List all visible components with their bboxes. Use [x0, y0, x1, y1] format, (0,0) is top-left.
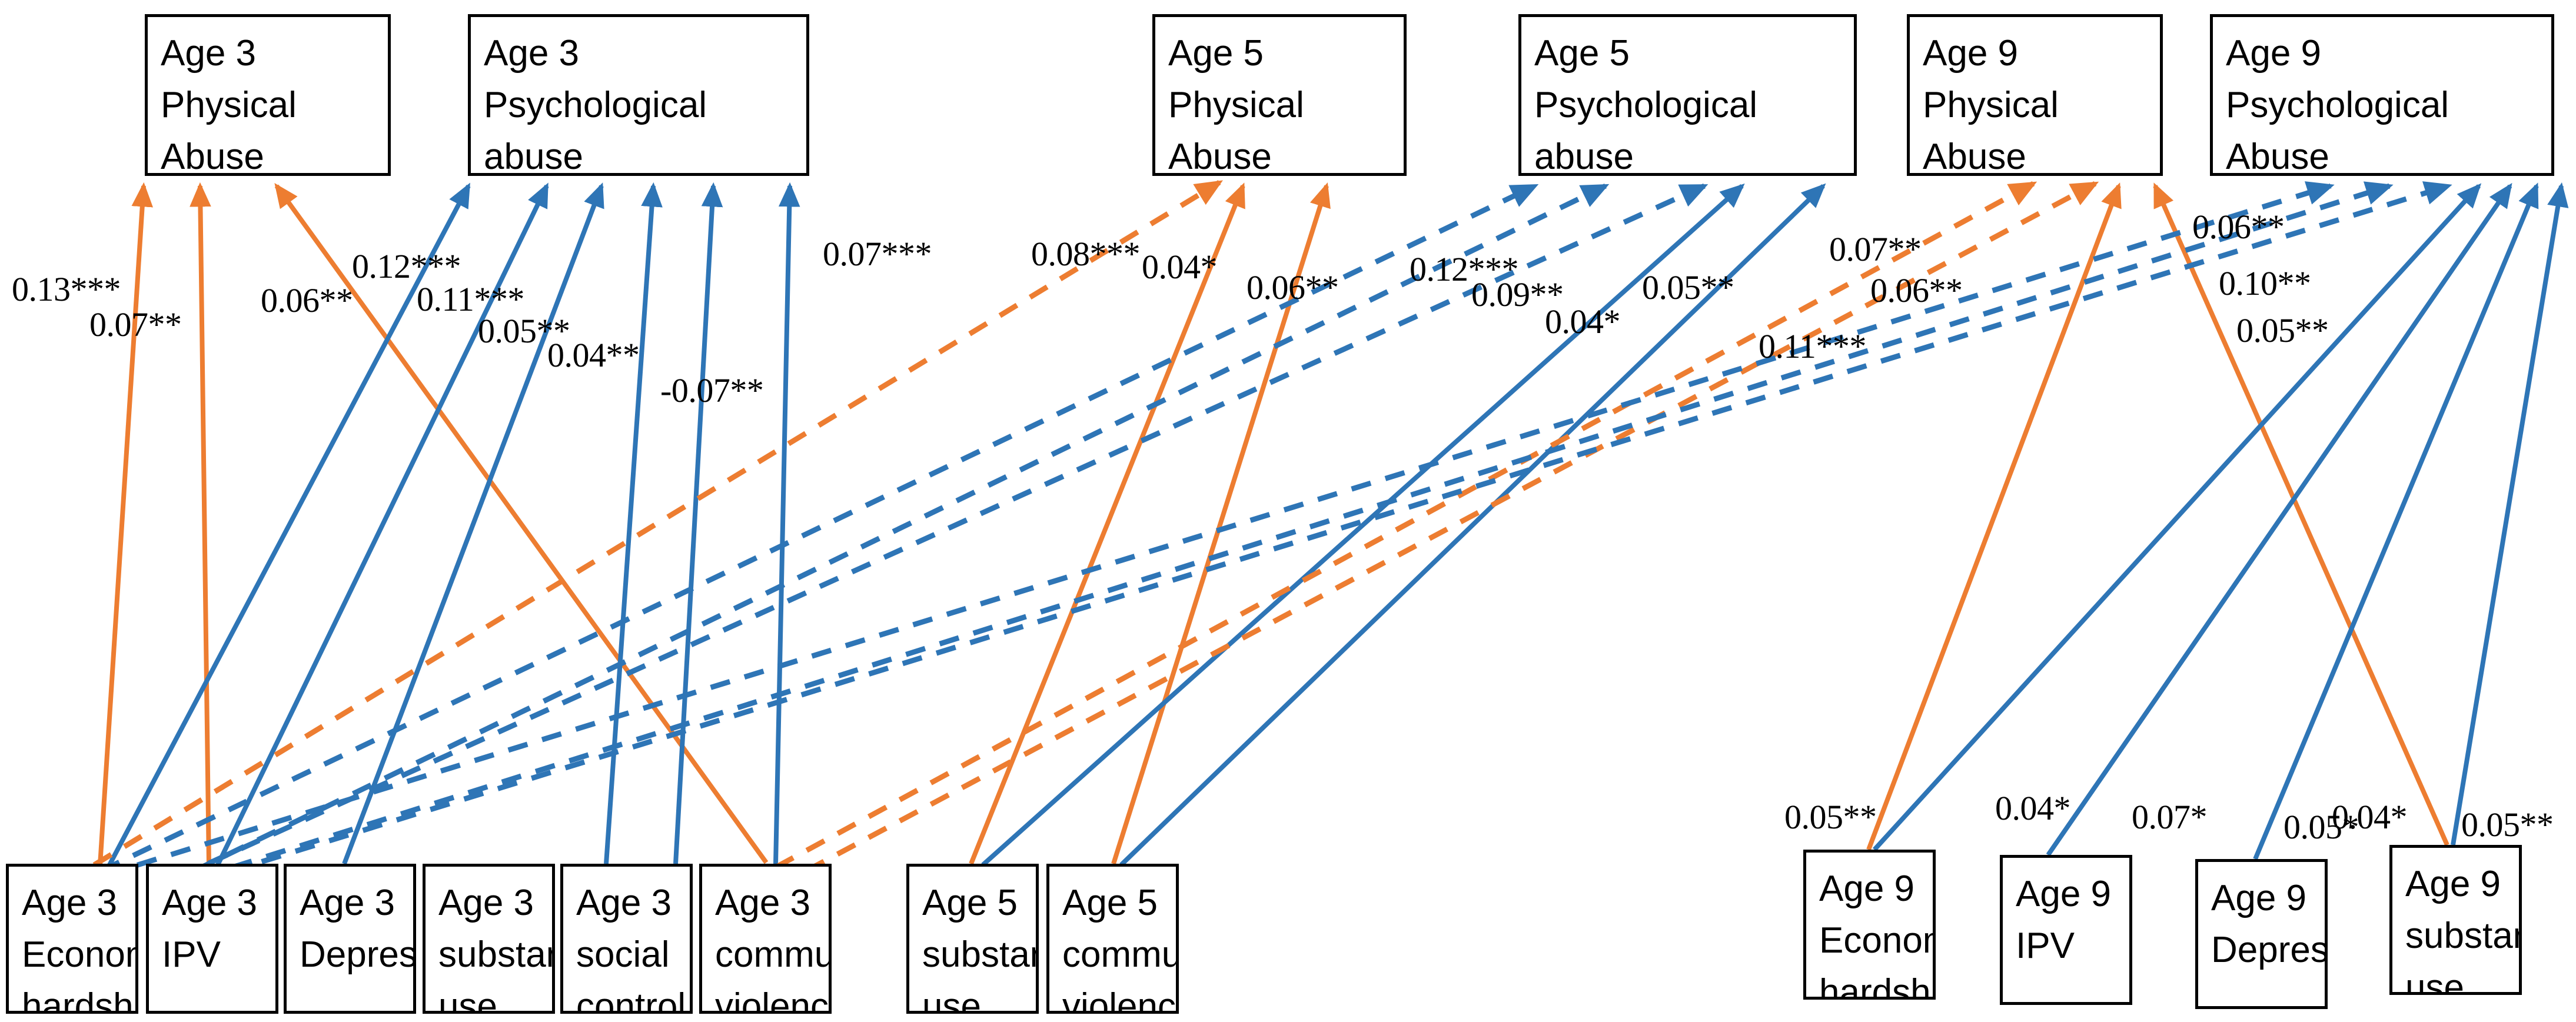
coefficient-label-p02: 0.07** [89, 305, 182, 344]
path-arrow-p19 [805, 181, 2099, 873]
path-arrow-p06 [342, 182, 604, 865]
node-box-a9_phys: Age 9 Physical Abuse [1907, 14, 2163, 176]
coefficient-label-p13: 0.12*** [1410, 250, 1519, 288]
coefficient-label-p18: 0.07** [1829, 230, 1922, 268]
path-arrow-p09 [773, 182, 800, 864]
coefficient-label-p15: 0.04* [1545, 302, 1621, 341]
coefficient-label-p28: 0.05** [2461, 805, 2554, 844]
coefficient-label-p20: 0.05** [1784, 798, 1877, 836]
path-arrow-p10 [92, 180, 1224, 867]
coefficient-label-p23: 0.10** [2219, 264, 2311, 302]
node-box-a5_sub: Age 5 substance use [906, 864, 1039, 1014]
node-box-a5_psych: Age 5 Psychological abuse [1518, 14, 1857, 176]
path-arrow-p25 [1873, 183, 2482, 851]
coefficient-label-p14: 0.09** [1471, 275, 1564, 314]
node-box-a3_com: Age 3 community violence [699, 864, 832, 1014]
coefficient-label-p17: 0.11*** [1759, 327, 1866, 365]
path-arrow-p27 [2253, 182, 2539, 860]
coefficient-label-p12: 0.06** [1247, 268, 1339, 307]
node-box-a3_dep: Age 3 Depression [284, 864, 416, 1014]
node-box-a9_ipv: Age 9 IPV [2000, 855, 2132, 1005]
path-arrow-p08 [673, 182, 723, 864]
path-arrow-p13 [100, 183, 1539, 874]
node-box-a5_com: Age 5 community violence [1046, 864, 1179, 1014]
node-box-a3_soc: Age 3 social control [560, 864, 693, 1014]
path-arrow-p12 [1111, 182, 1331, 865]
path-arrow-p24 [193, 181, 2452, 885]
coefficient-label-p24: 0.05** [2236, 311, 2329, 349]
coefficient-label-p07: 0.04** [547, 336, 640, 374]
node-box-a3_ipv: Age 3 IPV [146, 864, 278, 1014]
coefficient-label-p06: 0.05** [478, 312, 570, 350]
coefficient-label-p11: 0.04* [1142, 248, 1218, 286]
node-box-a9_dep: Age 9 Depression [2195, 859, 2328, 1009]
coefficient-label-p22: 0.06** [2192, 208, 2285, 246]
path-arrow-p05 [215, 182, 549, 866]
path-arrow-p17 [1119, 183, 1826, 867]
node-box-a3_psych: Age 3 Psychological abuse [468, 14, 809, 176]
coefficient-label-p26: 0.07* [2132, 798, 2208, 836]
path-arrow-p03 [274, 182, 769, 864]
coefficient-label-p10: 0.08*** [1031, 235, 1141, 273]
coefficient-label-p19: 0.06** [1870, 271, 1963, 309]
coefficient-label-p09: 0.07*** [823, 235, 932, 273]
arrow-group [92, 180, 2569, 885]
coefficient-label-p05: 0.11*** [417, 280, 524, 318]
node-box-a3_sub: Age 3 substance use [423, 864, 555, 1014]
node-box-a9_sub: Age 9 substance use [2389, 845, 2522, 995]
path-arrow-p28 [2451, 182, 2569, 845]
path-arrow-p22 [102, 181, 2335, 878]
coefficient-label-p27: 0.05* [2284, 808, 2359, 846]
path-arrow-p20 [1866, 182, 2122, 851]
path-arrow-p23 [198, 181, 2394, 881]
path-arrow-p07 [604, 182, 663, 864]
path-arrow-p01 [98, 182, 154, 865]
node-box-a9_econ: Age 9 Economic hardship [1803, 850, 1936, 1000]
path-arrow-p02 [190, 182, 211, 865]
node-box-a5_phys: Age 5 Physical Abuse [1152, 14, 1407, 176]
path-arrow-p21 [2153, 182, 2449, 846]
coefficient-label-p25: 0.04* [1995, 789, 2071, 827]
node-box-a3_econ: Age 3 Economic hardship [6, 864, 138, 1014]
coefficient-label-p16: 0.05** [1642, 268, 1734, 307]
coefficient-label-p03: 0.06** [261, 281, 353, 319]
path-arrow-p18 [774, 181, 2037, 870]
node-box-a3_phys: Age 3 Physical Abuse [145, 14, 391, 176]
path-arrow-p16 [981, 183, 1745, 867]
path-arrow-p04 [107, 182, 471, 866]
coefficient-label-p08: -0.07** [660, 371, 764, 410]
coefficient-label-p04: 0.12*** [352, 247, 461, 285]
path-arrow-p14 [193, 183, 1610, 874]
path-arrow-p11 [969, 182, 1245, 865]
path-arrow-p26 [2046, 182, 2512, 857]
node-box-a9_psych: Age 9 Psychological Abuse [2210, 14, 2554, 176]
coefficient-label-p21: 0.04* [2332, 798, 2408, 836]
coefficient-label-p01: 0.13*** [12, 270, 121, 308]
